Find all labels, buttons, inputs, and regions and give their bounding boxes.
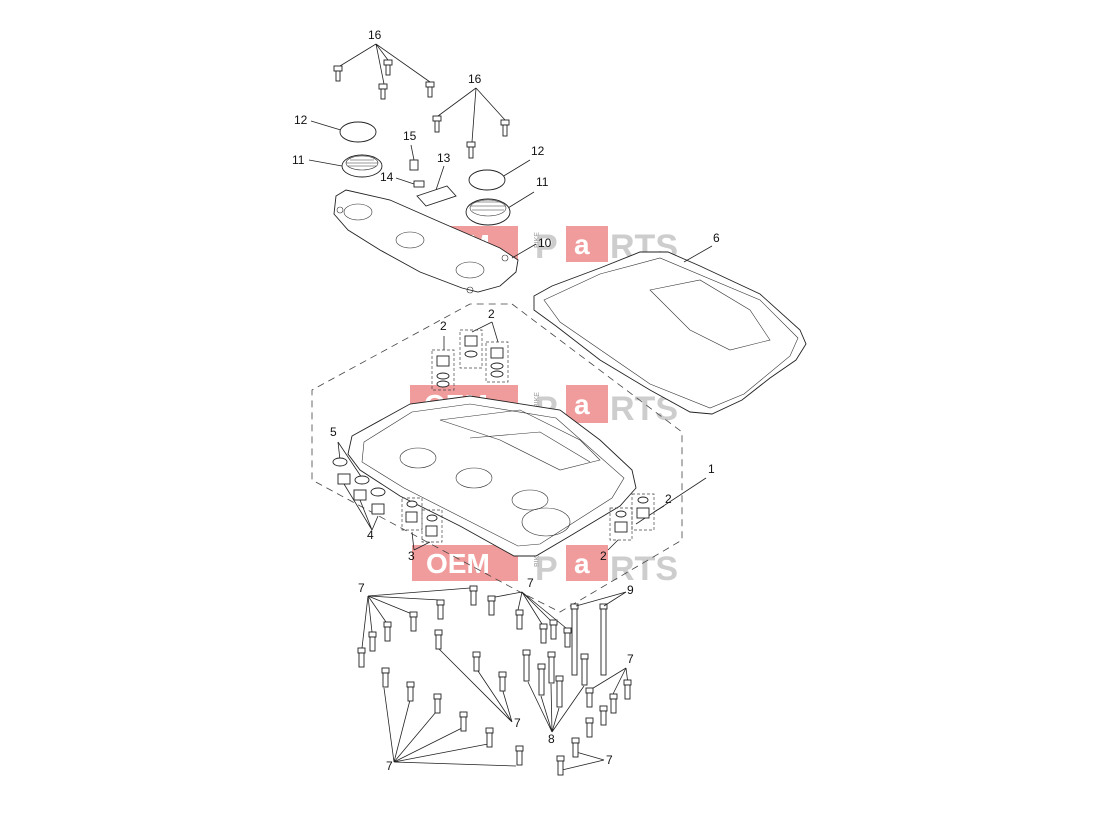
leader-lines [361,587,471,649]
callout-9: 9 [627,583,634,597]
watermark-bottom: OEM BIKE P a RTS [412,545,678,588]
callout-2-right: 2 [665,492,672,506]
bolt-group-9: 9 [570,583,634,676]
plug-2 [464,335,478,358]
gasket-14 [413,180,425,188]
watermark-bike-text: BIKE [534,232,541,248]
callout-13: 13 [437,151,451,165]
callout-11-right: 11 [536,175,549,189]
bolt-icon [333,59,435,100]
watermark-parts-rts: RTS [610,550,678,588]
watermark-parts-a-box [566,226,608,262]
watermark-oem-text: OEM [426,548,490,579]
leader-4 [343,483,379,531]
callout-7-bottom-right: 7 [606,753,613,767]
leader-lines [437,87,506,143]
leader-15 [410,144,415,161]
leader-14 [395,177,415,185]
callout-12-right: 12 [531,144,545,158]
callout-3: 3 [408,549,415,563]
bolt-icon [357,585,632,776]
plug-3 [405,500,438,537]
callout-2-bottom: 2 [600,549,607,563]
bolt-icon [432,115,510,159]
plug-2 [614,496,650,533]
callout-7-left: 7 [358,581,365,595]
cam-cover-10 [333,189,519,294]
leader-lines [383,687,517,767]
leader-lines [489,591,567,629]
watermark-oem-box [412,545,518,581]
bolt-group-16-left: 16 [333,28,435,100]
plug-box-2 [431,349,455,391]
plug-2 [490,347,504,378]
watermark-parts-a-box [566,385,608,423]
callout-10: 10 [538,236,552,250]
leader-8 [527,681,585,733]
long-bolt-9 [571,608,578,676]
cam-carrier-housing-1 [347,395,637,557]
watermark-parts-p: P [535,550,558,588]
leader-lines [339,43,431,85]
callout-15: 15 [403,129,417,143]
leader-3 [411,531,431,551]
plug-box-2 [459,329,483,369]
leader-9 [575,591,627,607]
watermark-parts-a-box [566,545,608,581]
bolt-group-7: 7 7 7 7 7 7 [357,576,634,776]
leader-12-left [310,120,345,132]
watermark-parts-a: a [574,229,590,260]
callout-1: 1 [708,462,715,476]
bolt-15 [409,159,419,171]
leader-lines [561,751,605,771]
callout-6: 6 [713,231,720,245]
callout-2-top-right: 2 [488,307,495,321]
plug-box-3 [421,509,443,543]
callout-11-left: 11 [292,153,305,167]
callout-14: 14 [380,170,394,184]
leader-11-right [507,191,535,209]
plug-2 [436,355,450,388]
o-ring-12-right [468,169,506,191]
leader-2-bottom [607,539,619,551]
leader-11-left [308,159,343,167]
leader-13 [435,165,445,191]
callout-16-left: 16 [368,28,382,42]
callout-7-middle: 7 [514,716,521,730]
gasket-6 [533,251,807,415]
callout-4: 4 [367,528,374,542]
long-bolt-9 [570,603,579,610]
leader-2-right [653,505,665,513]
watermark-bike-text: BIKE [534,392,541,408]
long-bolt-9 [600,608,607,676]
leader-12-right [501,159,531,178]
bolt-icon [522,649,589,708]
leader-lines [437,647,513,723]
plug-box-2 [485,341,509,383]
bolt-group-8: 8 [522,649,589,746]
plate-13 [416,185,457,207]
watermark-parts-a: a [574,389,590,420]
leader-10 [511,243,537,259]
watermark-parts-p: P [535,228,558,266]
watermark-parts-a: a [574,548,590,579]
sealing-washer-5 [332,457,386,497]
oil-seal-11-left [341,154,383,178]
watermark-bike-text: BIKE [534,551,541,567]
callout-8: 8 [548,732,555,746]
leader-lines [589,667,629,697]
oil-seal-11-right [465,198,511,226]
callout-12-left: 12 [294,113,308,127]
leader-6 [683,245,713,263]
callout-7-bottom-left: 7 [386,759,393,773]
callout-2-top-left: 2 [440,319,447,333]
leader-5 [337,441,363,479]
o-ring-12-left [339,121,377,143]
callout-16-right: 16 [468,72,482,86]
callout-5: 5 [330,425,337,439]
callout-7-center: 7 [527,576,534,590]
bolt-group-16-right: 16 [432,72,510,159]
callout-7-right: 7 [627,652,634,666]
